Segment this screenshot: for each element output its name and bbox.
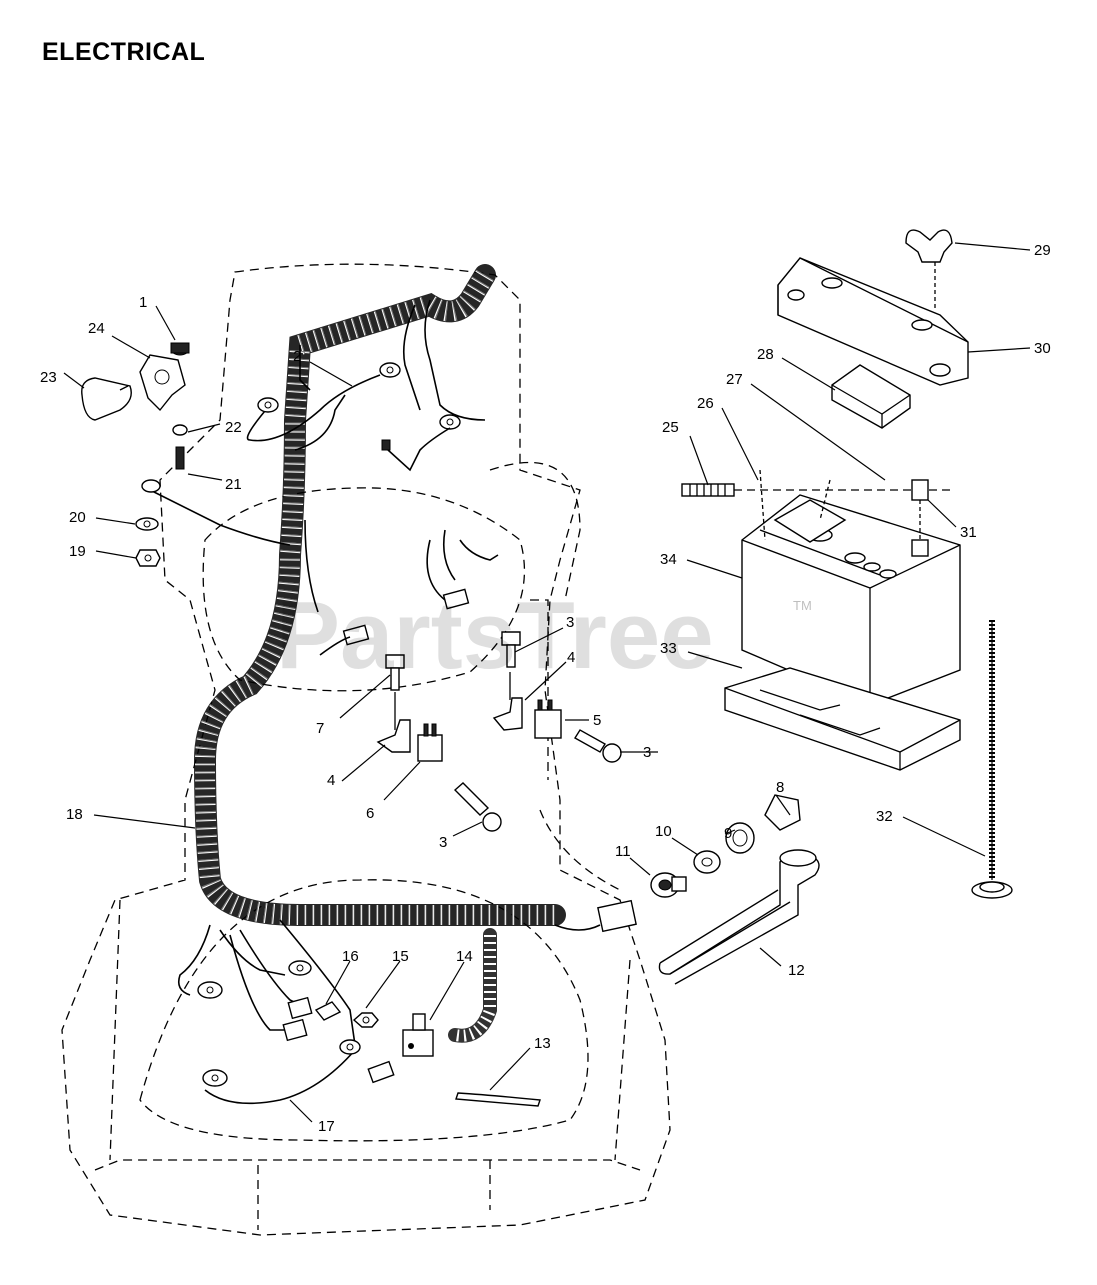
- callout-9: 9: [724, 825, 732, 842]
- solenoid-cluster: [81, 342, 190, 567]
- callout-labels: 1 2 3 3 3 4 4 5 6 7 8 9 10 11 12 13 14 1…: [40, 242, 1051, 1135]
- callout-4a: 4: [327, 772, 335, 789]
- watermark-tm: TM: [793, 598, 812, 613]
- callout-31: 31: [960, 524, 977, 541]
- callout-22: 22: [225, 419, 242, 436]
- harness-ring-terminal: [381, 414, 461, 472]
- page-title: ELECTRICAL: [42, 38, 206, 66]
- callout-7: 7: [316, 720, 324, 737]
- callout-19: 19: [69, 543, 86, 560]
- callout-32: 32: [876, 808, 893, 825]
- callout-26: 26: [697, 395, 714, 412]
- battery-assembly: [681, 229, 1013, 899]
- callout-27: 27: [726, 371, 743, 388]
- ground-wire-part-2: [246, 362, 401, 442]
- callout-15: 15: [392, 948, 409, 965]
- callout-4b: 4: [567, 649, 575, 666]
- callout-33: 33: [660, 640, 677, 657]
- watermark: PartsTree: [276, 582, 714, 689]
- hood-connectors: [319, 529, 499, 656]
- callout-34: 34: [660, 551, 677, 568]
- callout-14: 14: [456, 948, 473, 965]
- callout-1: 1: [139, 294, 147, 311]
- ignition-switch-parts: [650, 794, 820, 985]
- callout-18: 18: [66, 806, 83, 823]
- callout-3b: 3: [643, 744, 651, 761]
- callout-3a: 3: [566, 614, 574, 631]
- leader-lines: [63, 242, 1031, 1123]
- callout-29: 29: [1034, 242, 1051, 259]
- callout-25: 25: [662, 419, 679, 436]
- callout-11: 11: [615, 843, 631, 860]
- callout-20: 20: [69, 509, 86, 526]
- callout-21: 21: [225, 476, 242, 493]
- callout-10: 10: [655, 823, 672, 840]
- callout-28: 28: [757, 346, 774, 363]
- tractor-outline: [61, 263, 671, 1236]
- harness-wires: [149, 299, 601, 1105]
- callout-16: 16: [342, 948, 359, 965]
- harness-coil: [193, 264, 566, 1043]
- callout-23: 23: [40, 369, 57, 386]
- callout-30: 30: [1034, 340, 1051, 357]
- callout-5: 5: [593, 712, 601, 729]
- callout-3c: 3: [439, 834, 447, 851]
- callout-2: 2: [293, 348, 301, 365]
- callout-13: 13: [534, 1035, 551, 1052]
- callout-6: 6: [366, 805, 374, 822]
- callout-8: 8: [776, 779, 784, 796]
- callout-17: 17: [318, 1118, 335, 1135]
- lower-parts: [197, 899, 637, 1107]
- callout-24: 24: [88, 320, 105, 337]
- switch-brackets: [376, 631, 622, 832]
- callout-12: 12: [788, 962, 805, 979]
